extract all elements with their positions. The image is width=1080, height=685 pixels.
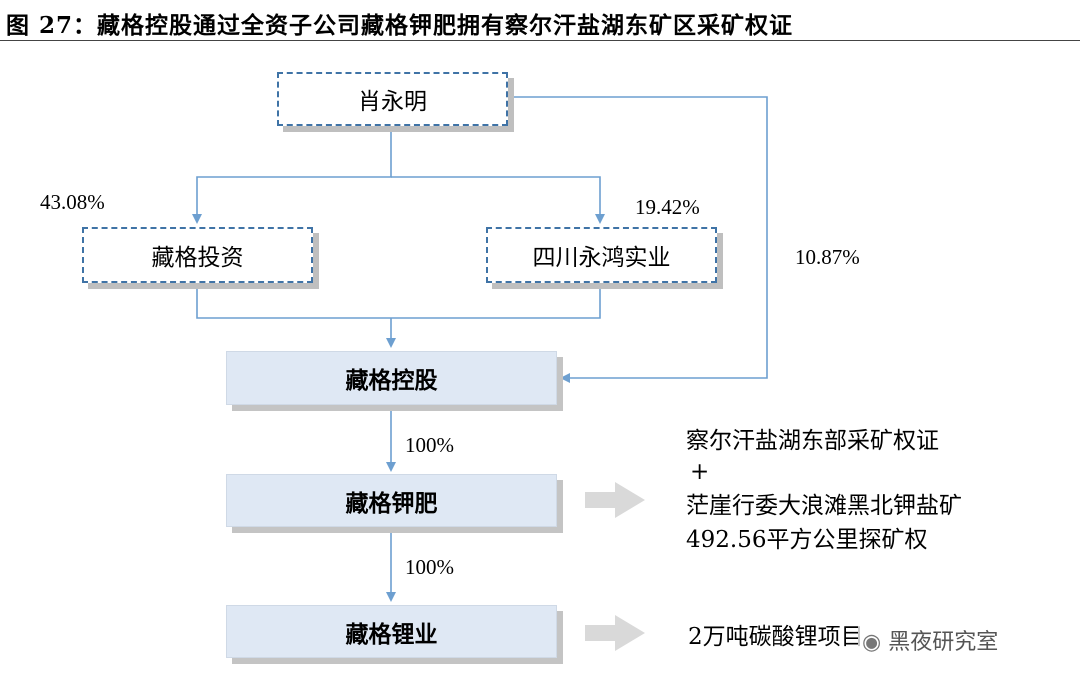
label-owner-invest: 43.08% <box>40 190 105 214</box>
note-potash-line1: 察尔汗盐湖东部采矿权证 <box>686 428 939 454</box>
node-invest: 藏格投资 <box>82 227 313 283</box>
gray-arrow-potash <box>585 482 645 518</box>
label-owner-holding: 10.87% <box>795 245 860 269</box>
node-owner: 肖永明 <box>277 72 508 126</box>
note-lithium-line1: 2万吨碳酸锂项目 <box>688 624 864 650</box>
figure-title: 图 27：藏格控股通过全资子公司藏格钾肥拥有察尔汗盐湖东矿区采矿权证 <box>6 12 794 39</box>
node-holding: 藏格控股 <box>226 351 557 405</box>
node-sichuan: 四川永鸿实业 <box>486 227 717 283</box>
title-divider <box>0 40 1080 41</box>
node-potash: 藏格钾肥 <box>226 474 557 527</box>
edge-owner-holding <box>512 96 768 383</box>
note-potash-line2: 茫崖行委大浪滩黑北钾盐矿 <box>686 493 962 519</box>
label-potash-lithium: 100% <box>405 555 454 579</box>
edge-owner-branch <box>192 126 392 224</box>
note-potash-line3: 492.56平方公里探矿权 <box>686 527 928 553</box>
watermark-text: 黑夜研究室 <box>888 630 999 655</box>
node-lithium: 藏格锂业 <box>226 605 557 658</box>
edge-owner-sichuan <box>391 176 605 224</box>
label-holding-potash: 100% <box>405 433 454 457</box>
watermark: ◉ 黑夜研究室 <box>858 622 1003 658</box>
gray-arrow-lithium <box>585 615 645 651</box>
wechat-icon: ◉ <box>862 630 882 655</box>
edge-merge <box>196 283 601 319</box>
label-owner-sichuan: 19.42% <box>635 195 700 219</box>
note-potash-plus: + <box>690 459 710 485</box>
